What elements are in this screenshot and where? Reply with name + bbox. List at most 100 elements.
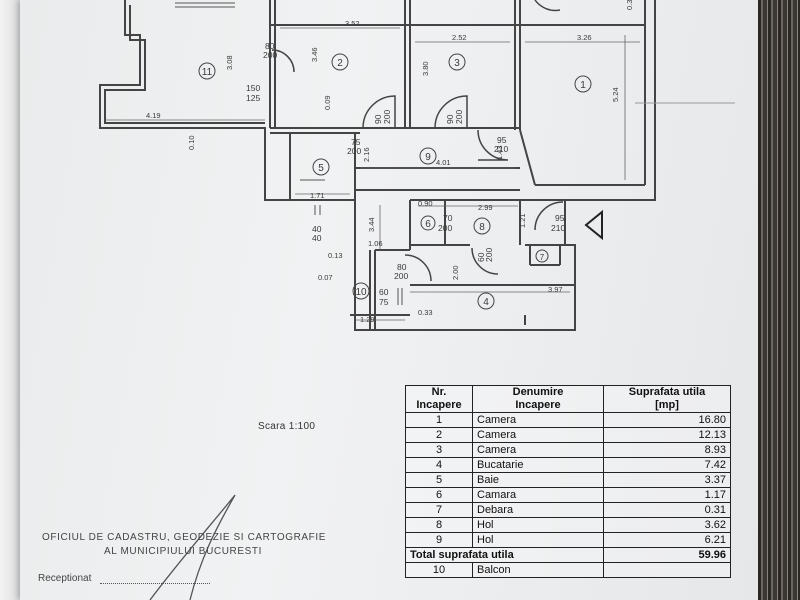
cell-nr: 8 <box>405 517 473 533</box>
dim-label: 1.43 <box>495 145 504 160</box>
cell-name: Bucatarie <box>472 457 604 473</box>
dim-label: 2.16 <box>362 147 371 162</box>
entrance-arrow-icon <box>584 209 603 241</box>
window-height: 40 <box>312 233 322 243</box>
door-width: 80 <box>397 262 407 272</box>
dim-label: 0.10 <box>187 135 196 150</box>
room-number-6: 6 <box>425 219 431 230</box>
dim-label: 3.26 <box>577 33 592 42</box>
cell-nr: 3 <box>405 442 473 458</box>
door-width: 75 <box>351 137 361 147</box>
cell-area: 0.31 <box>603 502 731 518</box>
dim-label: 5.24 <box>611 87 620 102</box>
cell-name: Hol <box>472 517 604 533</box>
dim-label: 0.90 <box>418 199 433 208</box>
dim-label: 1.06 <box>368 239 383 248</box>
cell-nr: 7 <box>405 502 473 518</box>
total-row: Total suprafata utila 59.96 <box>405 547 731 563</box>
cell-nr: 1 <box>405 412 473 428</box>
dim-label: 0.33 <box>418 308 433 317</box>
dim-label: 3.97 <box>548 285 563 294</box>
window-width: 150 <box>246 83 260 93</box>
cell-name: Baie <box>472 472 604 488</box>
room-number-2: 2 <box>337 58 343 69</box>
door-width: 95 <box>555 213 565 223</box>
door-height: 210 <box>551 223 565 233</box>
room-number-9: 9 <box>425 152 431 163</box>
door-height: 200 <box>382 110 392 124</box>
window-width: 40 <box>312 224 322 234</box>
dim-label: 3.52 <box>345 19 360 28</box>
dim-label: 1.29 <box>360 315 375 324</box>
dim-label: 0.13 <box>328 251 343 260</box>
door-height: 200 <box>263 50 277 60</box>
cell-nr: 4 <box>405 457 473 473</box>
door-height: 200 <box>454 110 464 124</box>
door-height: 200 <box>484 248 494 262</box>
dim-label: 4.01 <box>436 158 451 167</box>
office-name-line2: AL MUNICIPIULUI BUCURESTI <box>104 546 262 557</box>
door-width: 90 <box>445 114 455 124</box>
window-width: 60 <box>379 287 389 297</box>
door-height: 210 <box>494 144 508 154</box>
dim-label: 2.00 <box>451 265 460 280</box>
door-width: 80 <box>265 41 275 51</box>
receptionat-label: Receptionat <box>38 573 92 584</box>
header-area: Suprafata utila [mp] <box>603 385 731 413</box>
cell-name: Camara <box>472 487 604 503</box>
room-number-11: 11 <box>202 67 213 78</box>
room-number-4: 4 <box>483 297 489 308</box>
dim-label: 2.99 <box>478 203 493 212</box>
cell-area <box>603 562 731 578</box>
dim-label: 3.08 <box>225 55 234 70</box>
room-number-3: 3 <box>454 58 460 69</box>
dim-label: 0.36 <box>625 0 634 10</box>
header-name: Denumire Incapere <box>472 385 604 413</box>
room-number-7: 7 <box>540 253 545 262</box>
door-width: 90 <box>373 114 383 124</box>
window-height: 75 <box>379 297 389 307</box>
scale-label: Scara 1:100 <box>258 421 316 432</box>
door-height: 200 <box>438 223 452 233</box>
cell-area: 7.42 <box>603 457 731 473</box>
cell-name: Camera <box>472 427 604 443</box>
dim-label: 4.19 <box>146 111 161 120</box>
room-number-1: 1 <box>580 80 586 91</box>
dim-label: 3.80 <box>421 61 430 76</box>
cell-nr: 10 <box>405 562 473 578</box>
page-edge <box>0 0 20 600</box>
cell-name: Camera <box>472 442 604 458</box>
window-height: 125 <box>246 93 260 103</box>
dim-label: 2.52 <box>452 33 467 42</box>
room-area-table: Nr. Incapere Denumire Incapere Suprafata… <box>405 385 731 578</box>
table-header-row: Nr. Incapere Denumire Incapere Suprafata… <box>405 385 731 413</box>
signature-stroke <box>149 494 236 600</box>
cell-area: 12.13 <box>603 427 731 443</box>
background-surface <box>758 0 800 600</box>
office-name-line1: OFICIUL DE CADASTRU, GEODEZIE SI CARTOGR… <box>42 532 327 543</box>
door-width: 95 <box>497 135 507 145</box>
cell-name: Camera <box>472 412 604 428</box>
cell-nr: 6 <box>405 487 473 503</box>
dim-label: 1.21 <box>518 213 527 228</box>
signature-line <box>100 583 210 584</box>
door-height: 200 <box>347 146 361 156</box>
table-row: 10 Balcon <box>405 562 731 578</box>
dim-label: 3.44 <box>367 217 376 232</box>
cell-area: 8.93 <box>603 442 731 458</box>
room-number-5: 5 <box>318 163 324 174</box>
dim-label: 1.71 <box>310 191 325 200</box>
cell-name: Balcon <box>472 562 604 578</box>
cell-area: 6.21 <box>603 532 731 548</box>
cell-area: 3.62 <box>603 517 731 533</box>
cell-name: Debara <box>472 502 604 518</box>
